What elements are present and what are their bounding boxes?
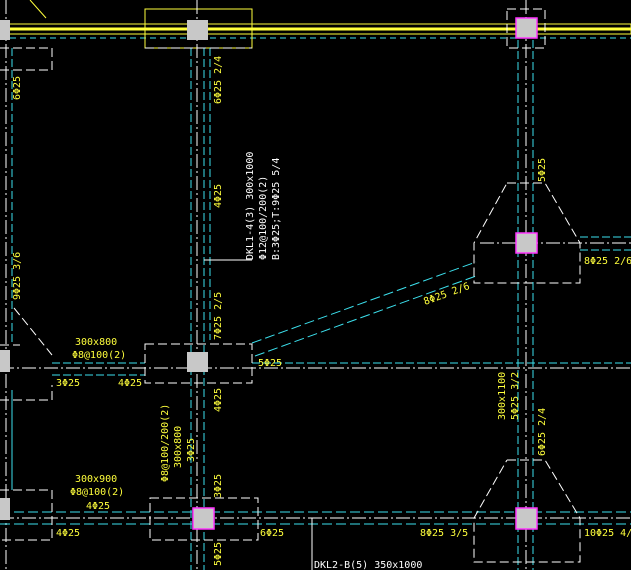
column-top-1 [187, 20, 208, 40]
label-right-side: 8Φ25 2/6 [584, 256, 631, 267]
label-beam-left-size: 300x800 [75, 337, 117, 348]
column-mid-left [0, 350, 10, 372]
label-beam-spec-1: DKL1-4(3) 300x1000 [245, 152, 256, 260]
label-junction: 5Φ25 [258, 358, 282, 369]
label-bottom-far-right: 10Φ25 4/6 [584, 528, 631, 539]
label-col1-vert-stirrup: Φ8@100/200(2) [160, 404, 171, 482]
footing-outlines [0, 8, 581, 563]
label-right-vert-size: 300x1100 [497, 372, 508, 420]
annotations: 6Φ25 6Φ25 2/4 4Φ25 DKL1-4(3) 300x1000 Φ1… [12, 56, 631, 570]
label-beam-bottom-rebar: 4Φ25 [86, 501, 110, 512]
column-mid-1 [187, 352, 208, 372]
label-right-top: 5Φ25 [537, 158, 548, 182]
column-left-top [0, 20, 10, 40]
column-top-2 [515, 17, 538, 39]
label-right-vert-rebar2: 6Φ25 2/4 [537, 408, 548, 456]
label-bottom-left: 4Φ25 [56, 528, 80, 539]
label-beam-spec-3: B:3Φ25;T:9Φ25 5/4 [271, 158, 282, 260]
label-beam-bottom-size: 300x900 [75, 474, 117, 485]
label-col1-vert-rebar: 3Φ25 [186, 438, 197, 462]
label-right-vert-rebar: 5Φ25 3/2 [510, 372, 521, 420]
label-col1-low: 7Φ25 2/5 [213, 292, 224, 340]
label-top-left-rebar: 6Φ25 [12, 76, 23, 100]
label-beam-bottom-stirrup: Φ8@100(2) [70, 487, 124, 498]
label-left-bottom-2: 4Φ25 [118, 378, 142, 389]
columns [0, 17, 538, 530]
label-col1-mid: 4Φ25 [213, 184, 224, 208]
beam-edges [0, 40, 631, 570]
label-diagonal: 8Φ25 2/6 [422, 281, 471, 308]
label-left-rebar-2: 9Φ25 3/6 [12, 252, 23, 300]
label-bottom-col1-below: 5Φ25 [213, 542, 224, 566]
label-beam-spec-2: Φ12@100/200(2) [258, 176, 269, 260]
label-col1-vert-size: 300x800 [173, 426, 184, 468]
column-bottom-left [0, 498, 10, 520]
label-bottom-beam-spec: DKL2-B(5) 350x1000 [314, 560, 422, 570]
column-bottom-1 [192, 507, 215, 530]
label-beam-left-stirrup: Φ8@100(2) [72, 350, 126, 361]
column-bottom-right [515, 507, 538, 530]
label-bottom-right: 8Φ25 3/5 [420, 528, 468, 539]
label-left-bottom-1: 3Φ25 [56, 378, 80, 389]
column-right-top [515, 232, 538, 254]
label-bottom-mid: 6Φ25 [260, 528, 284, 539]
label-col1-below: 4Φ25 [213, 388, 224, 412]
label-col1-top: 6Φ25 2/4 [213, 56, 224, 104]
label-bottom-col1: 3Φ25 [213, 474, 224, 498]
